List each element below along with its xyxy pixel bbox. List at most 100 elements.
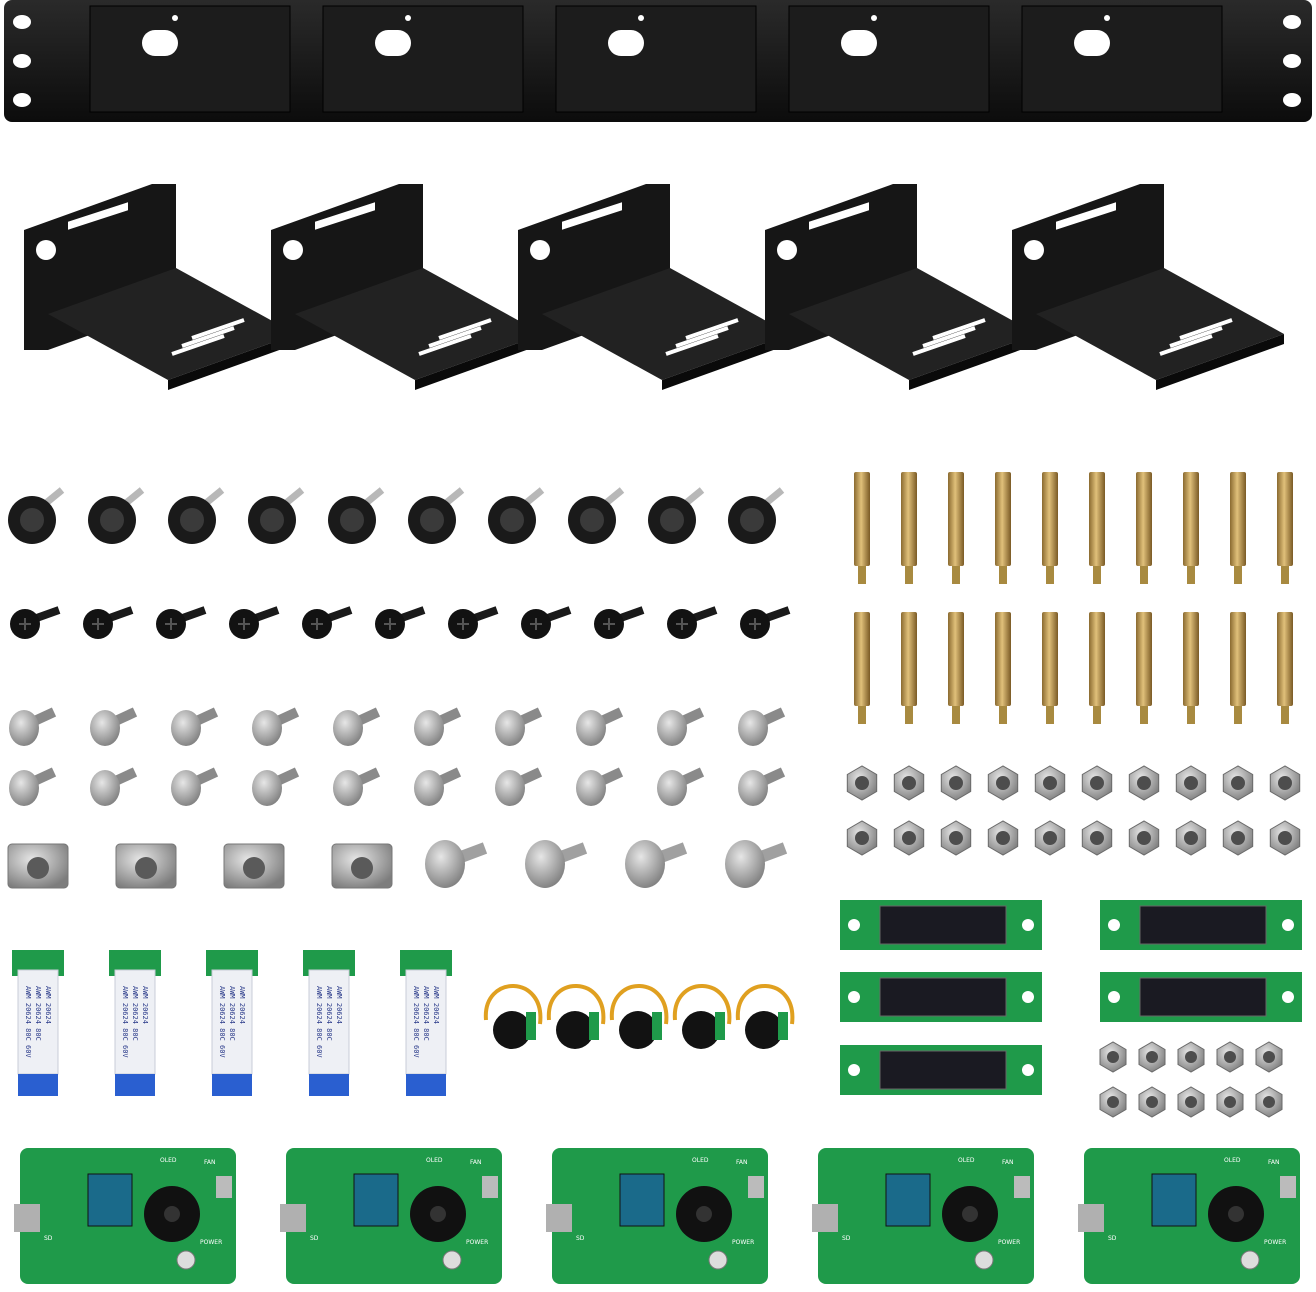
standoff-body <box>1042 612 1058 706</box>
sd-card-slot <box>546 1204 572 1232</box>
silver-screw-head <box>657 710 687 746</box>
ribbon-cable-end <box>212 1074 252 1096</box>
black-screw <box>667 606 718 639</box>
tray-hole <box>283 240 303 260</box>
ribbon-print: AWM 20624 80C <box>34 986 42 1041</box>
hex-nut <box>1175 765 1207 801</box>
silver-screw-head <box>495 770 525 806</box>
pcb-print-sd: SD <box>44 1235 53 1242</box>
black-screw <box>10 606 61 639</box>
tray-vent <box>675 326 729 348</box>
cage-nut <box>115 843 177 889</box>
silver-screw <box>90 767 138 806</box>
tray-vent <box>1169 326 1223 348</box>
black-screw-cross <box>530 618 542 630</box>
standoff-body <box>1136 612 1152 706</box>
pcb-print-power: POWER <box>998 1239 1020 1246</box>
tray-floor <box>295 268 543 380</box>
small-hex-nut-hole <box>1146 1051 1158 1063</box>
pan-screw <box>725 840 788 888</box>
hex-nut <box>940 765 972 801</box>
cage-nut <box>223 843 285 889</box>
cage-nut-hole <box>27 857 49 879</box>
hex-nut <box>1034 765 1066 801</box>
pan-screw <box>625 840 688 888</box>
thumb-screw-cap <box>100 508 124 532</box>
hex-nut <box>940 820 972 856</box>
brass-standoff <box>995 472 1011 584</box>
tray-floor <box>1036 268 1284 380</box>
pcb-print-sd: SD <box>310 1235 319 1242</box>
button-wires <box>672 984 732 1025</box>
silver-screw <box>657 707 705 746</box>
standoff-thread <box>858 706 866 724</box>
black-screw-cross <box>238 618 250 630</box>
pcb-print-power: POWER <box>466 1239 488 1246</box>
brass-standoff <box>901 612 917 724</box>
panel-bay <box>1021 5 1223 113</box>
panel-screw-hole <box>172 15 178 21</box>
silver-screw <box>333 767 381 806</box>
standoff-body <box>948 612 964 706</box>
standoff-thread <box>1234 566 1242 584</box>
pcb-print-sd: SD <box>1108 1235 1117 1242</box>
panel-slot <box>375 30 411 56</box>
button-board <box>652 1012 662 1040</box>
brass-standoff <box>854 612 870 724</box>
small-hex-nut-hole <box>1107 1051 1119 1063</box>
standoff-thread <box>1093 566 1101 584</box>
hex-nut <box>1034 820 1066 856</box>
pan-screw-head <box>625 840 665 888</box>
cage-nut-hole <box>351 857 373 879</box>
standoff-thread <box>1234 706 1242 724</box>
cage-nut-hole <box>243 857 265 879</box>
tray-vent <box>1179 318 1233 340</box>
silver-screw-head <box>414 770 444 806</box>
pcb-print-oled: OLED <box>958 1157 975 1164</box>
hex-nut-hole <box>855 776 869 790</box>
standoff-body <box>1183 612 1199 706</box>
usb-port <box>748 1176 764 1198</box>
hex-nut-hole <box>1184 776 1198 790</box>
hex-nut <box>893 820 925 856</box>
black-screw-cross <box>19 618 31 630</box>
hex-nut-hole <box>1278 776 1292 790</box>
thumb-screw <box>8 487 65 544</box>
button-wires <box>609 984 669 1025</box>
hardware-group <box>7 472 1301 1118</box>
oled-hole <box>1108 919 1120 931</box>
tray-vent <box>1159 334 1213 356</box>
tray-hole <box>530 240 550 260</box>
oled-screen <box>1139 905 1267 945</box>
rack-mount-hole <box>13 93 31 107</box>
hex-nut-hole <box>949 831 963 845</box>
silver-screw <box>9 707 57 746</box>
ribbon-print: AWM 20624 80C <box>422 986 430 1041</box>
panel-screw-hole <box>638 15 644 21</box>
hex-nut-hole <box>1043 831 1057 845</box>
small-hex-nut <box>1255 1086 1283 1118</box>
pcb-capacitor <box>1240 1250 1260 1270</box>
ribbon-cable-end <box>309 1074 349 1096</box>
black-screw <box>302 606 353 639</box>
standoff-thread <box>952 566 960 584</box>
brass-standoff <box>1183 472 1199 584</box>
button-wires <box>735 984 795 1025</box>
hex-nut <box>893 765 925 801</box>
oled-display <box>1100 900 1302 950</box>
ribbon-cable-body <box>308 969 350 1075</box>
oled-hole <box>848 1064 860 1076</box>
tray-floor <box>542 268 790 380</box>
thumb-screw-cap <box>180 508 204 532</box>
thumb-screw <box>328 487 385 544</box>
silver-screw-head <box>9 710 39 746</box>
ribbon-print: AWM 20624 80C <box>228 986 236 1041</box>
panel-slot <box>841 30 877 56</box>
silver-screw <box>171 707 219 746</box>
tray-slot <box>1056 202 1116 230</box>
standoff-body <box>901 612 917 706</box>
ribbon-cable-end <box>406 1074 446 1096</box>
